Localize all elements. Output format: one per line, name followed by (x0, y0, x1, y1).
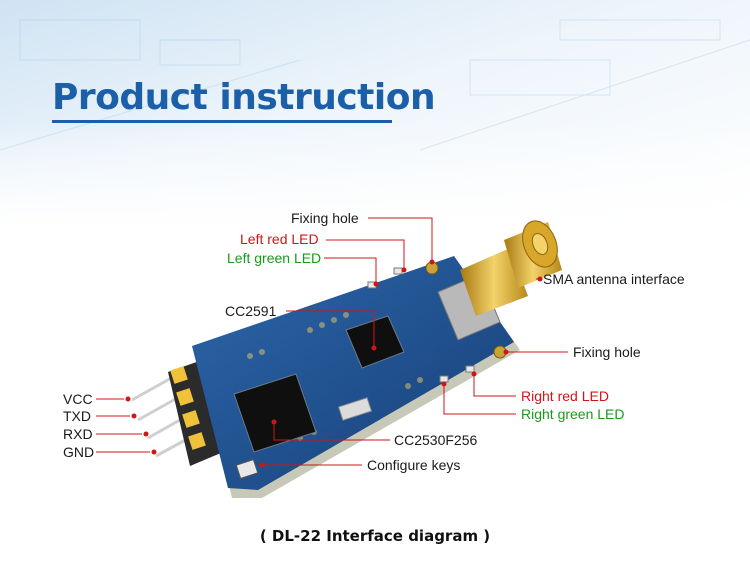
label-left-green-led: Left green LED (227, 250, 322, 266)
title-text: Product instruction (52, 77, 436, 118)
label-rxd: RXD (63, 426, 93, 442)
right-green-led (439, 375, 449, 383)
label-fixing-hole-top: Fixing hole (291, 210, 359, 226)
label-right-green-led: Right green LED (521, 406, 625, 422)
sma-connector (437, 220, 562, 341)
diagram-caption: ( DL-22 Interface diagram ) (259, 527, 491, 545)
leader-lines (96, 217, 568, 466)
label-configure-keys: Configure keys (367, 457, 461, 473)
label-fixing-hole-right: Fixing hole (573, 344, 641, 360)
cc2530-chip (233, 373, 317, 453)
configure-key (235, 458, 259, 480)
label-left-red-led: Left red LED (240, 231, 319, 247)
label-txd: TXD (63, 408, 91, 424)
label-vcc: VCC (63, 391, 93, 407)
leader-dots (125, 259, 543, 468)
label-right-red-led: Right red LED (521, 388, 609, 404)
title-underline (52, 120, 392, 123)
label-cc2591: CC2591 (225, 303, 277, 319)
page-title: Product instruction (52, 76, 436, 123)
crystal (337, 397, 373, 421)
left-red-led (393, 267, 403, 275)
label-cc2530f256: CC2530F256 (394, 432, 478, 448)
label-gnd: GND (63, 444, 95, 460)
label-sma-antenna: SMA antenna interface (543, 271, 685, 287)
right-red-led (465, 365, 475, 373)
